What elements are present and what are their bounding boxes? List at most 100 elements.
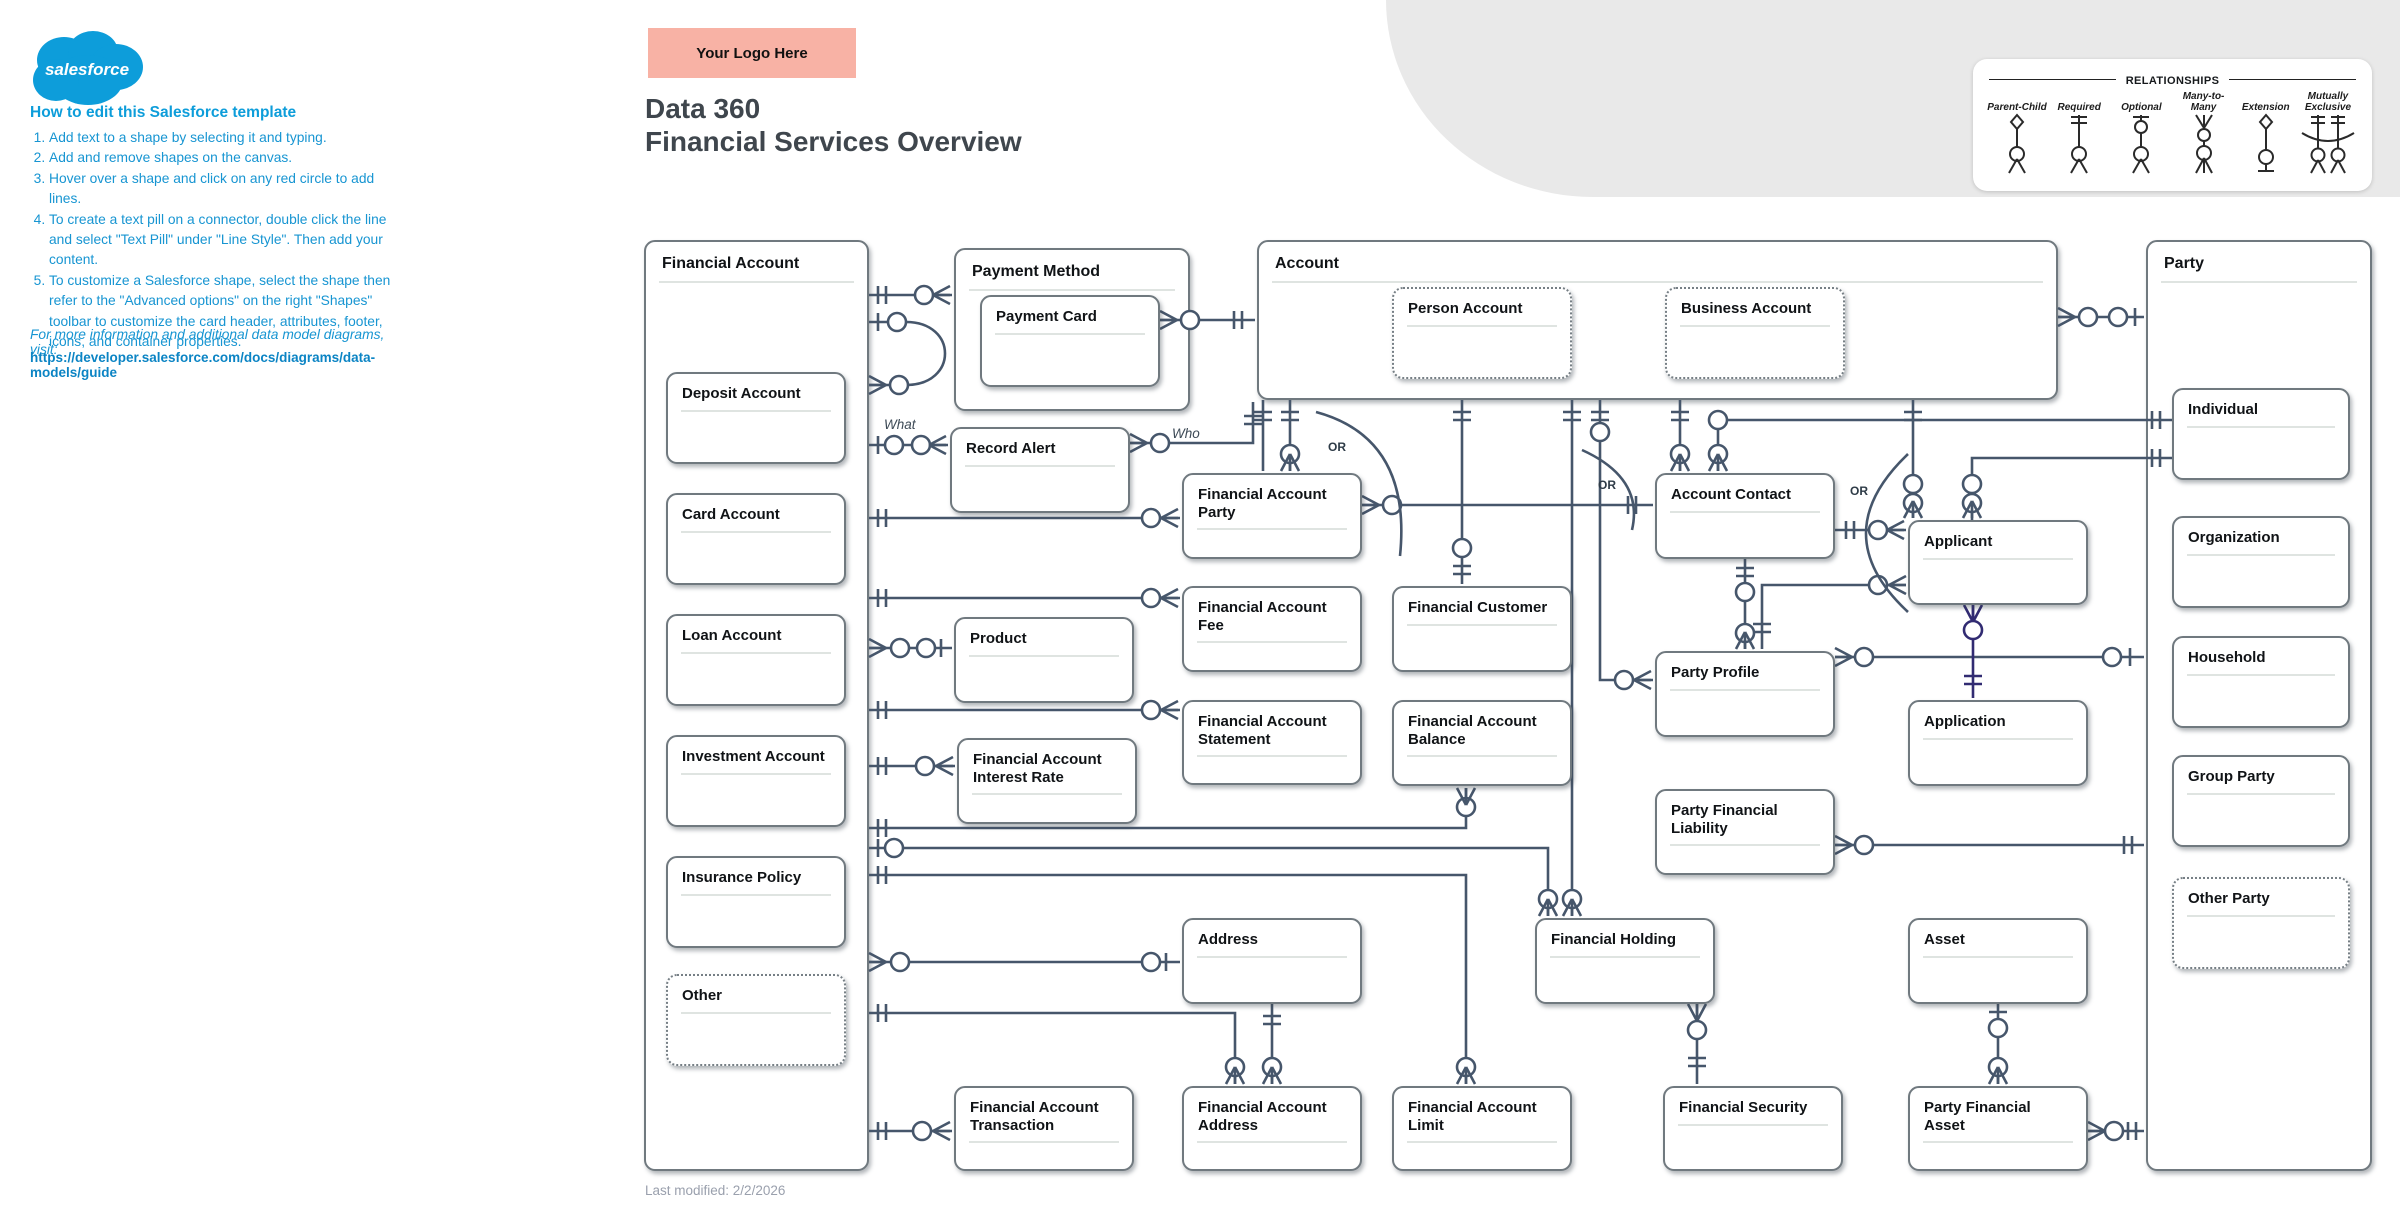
entity-insurance-policy[interactable]: Insurance Policy <box>666 856 846 948</box>
entity-application[interactable]: Application <box>1908 700 2088 786</box>
entity-card-account[interactable]: Card Account <box>666 493 846 585</box>
entity-other-party[interactable]: Other Party <box>2172 877 2350 969</box>
divider <box>1197 755 1347 758</box>
entity-investment-account[interactable]: Investment Account <box>666 735 846 827</box>
instructions-list: Add text to a shape by selecting it and … <box>30 128 402 352</box>
entity-organization[interactable]: Organization <box>2172 516 2350 608</box>
container-account[interactable]: Account <box>1257 240 2058 400</box>
legend-item-optional: Optional <box>2111 91 2171 180</box>
divider <box>969 1141 1119 1144</box>
entity-financial-holding[interactable]: Financial Holding <box>1535 918 1715 1004</box>
entity-financial-account-fee[interactable]: Financial Account Fee <box>1182 586 1362 672</box>
entity-person-account[interactable]: Person Account <box>1392 287 1572 379</box>
divider <box>1197 641 1347 644</box>
page-title: Data 360 Financial Services Overview <box>645 92 1022 158</box>
divider <box>995 332 1145 335</box>
entity-financial-account-limit[interactable]: Financial Account Limit <box>1392 1086 1572 1171</box>
divider <box>2187 792 2335 795</box>
divider <box>1670 510 1820 513</box>
divider <box>1197 528 1347 531</box>
instructions-heading: How to edit this Salesforce template <box>30 104 297 121</box>
connector-label-or: OR <box>1850 484 1868 498</box>
entity-record-alert[interactable]: Record Alert <box>950 427 1130 513</box>
divider <box>1678 1123 1828 1126</box>
legend-item-parent-child: Parent-Child <box>1987 91 2047 180</box>
connector-label-who: Who <box>1172 426 1200 441</box>
last-modified-note: Last modified: 2/2/2026 <box>645 1183 786 1198</box>
instructions-panel: How to edit this Salesforce template Add… <box>30 104 402 352</box>
divider <box>972 793 1122 796</box>
entity-individual[interactable]: Individual <box>2172 388 2350 480</box>
container-label: Account <box>1275 255 1339 272</box>
container-label: Payment Method <box>972 263 1101 280</box>
entity-financial-account-party[interactable]: Financial Account Party <box>1182 473 1362 559</box>
connector-label-what: What <box>884 417 916 432</box>
connector-label-or: OR <box>1328 440 1346 454</box>
entity-applicant[interactable]: Applicant <box>1908 520 2088 605</box>
legend-item-required: Required <box>2049 91 2109 180</box>
legend-item-many-to-many: Many-to-Many <box>2174 91 2234 180</box>
salesforce-logo-icon: salesforce <box>26 22 148 119</box>
entity-business-account[interactable]: Business Account <box>1665 287 1845 379</box>
parent-child-icon <box>2008 113 2026 174</box>
entity-financial-customer[interactable]: Financial Customer <box>1392 586 1572 672</box>
divider <box>1272 281 2043 283</box>
divider <box>681 409 831 412</box>
entity-other[interactable]: Other <box>666 974 846 1066</box>
entity-financial-account-address[interactable]: Financial Account Address <box>1182 1086 1362 1171</box>
entity-asset[interactable]: Asset <box>1908 918 2088 1004</box>
mutually-exclusive-icon <box>2301 115 2355 174</box>
container-label: Party <box>2164 255 2205 272</box>
logo-placeholder-box[interactable]: Your Logo Here <box>648 28 856 78</box>
divider <box>1407 1141 1557 1144</box>
container-label: Financial Account <box>662 255 800 272</box>
divider <box>681 893 831 896</box>
divider <box>1550 955 1700 958</box>
legend-header: RELATIONSHIPS <box>1973 71 2372 87</box>
docs-link[interactable]: https://developer.salesforce.com/docs/di… <box>30 350 376 380</box>
instruction-step: Add and remove shapes on the canvas. <box>49 148 402 168</box>
divider <box>659 281 854 283</box>
entity-product[interactable]: Product <box>954 617 1134 703</box>
divider <box>2187 914 2335 917</box>
page-title-line1: Data 360 <box>645 93 761 124</box>
entity-party-financial-liability[interactable]: Party Financial Liability <box>1655 789 1835 875</box>
legend-item-extension: Extension <box>2236 91 2296 180</box>
divider <box>681 1011 831 1014</box>
instruction-step: To create a text pill on a connector, do… <box>49 210 402 271</box>
relationships-legend[interactable]: RELATIONSHIPS Parent-Child Required <box>1973 59 2372 191</box>
divider <box>1923 557 2073 560</box>
divider <box>681 530 831 533</box>
salesforce-logo-label: salesforce <box>45 60 129 79</box>
entity-financial-account-statement[interactable]: Financial Account Statement <box>1182 700 1362 785</box>
divider <box>2187 553 2335 556</box>
entity-address[interactable]: Address <box>1182 918 1362 1004</box>
many-to-many-icon <box>2194 114 2213 174</box>
entity-deposit-account[interactable]: Deposit Account <box>666 372 846 464</box>
divider <box>1670 688 1820 691</box>
divider <box>969 654 1119 657</box>
divider <box>2187 673 2335 676</box>
entity-household[interactable]: Household <box>2172 636 2350 728</box>
entity-loan-account[interactable]: Loan Account <box>666 614 846 706</box>
entity-party-profile[interactable]: Party Profile <box>1655 651 1835 737</box>
entity-group-party[interactable]: Group Party <box>2172 755 2350 847</box>
entity-account-contact[interactable]: Account Contact <box>1655 473 1835 559</box>
divider <box>965 464 1115 467</box>
divider <box>2187 425 2335 428</box>
divider <box>1197 955 1347 958</box>
divider <box>1680 324 1830 327</box>
entity-financial-account-balance[interactable]: Financial Account Balance <box>1392 700 1572 786</box>
more-info-note: For more information and additional data… <box>30 327 385 357</box>
divider <box>1670 844 1820 847</box>
entity-financial-account-transaction[interactable]: Financial Account Transaction <box>954 1086 1134 1171</box>
entity-financial-account-interest-rate[interactable]: Financial Account Interest Rate <box>957 738 1137 824</box>
divider <box>2161 281 2357 283</box>
entity-financial-security[interactable]: Financial Security <box>1663 1086 1843 1171</box>
required-icon <box>2070 115 2089 174</box>
entity-party-financial-asset[interactable]: Party Financial Asset <box>1908 1086 2088 1171</box>
instruction-step: Add text to a shape by selecting it and … <box>49 128 402 148</box>
divider <box>1407 755 1557 758</box>
divider <box>1407 324 1557 327</box>
entity-payment-card[interactable]: Payment Card <box>980 295 1160 387</box>
